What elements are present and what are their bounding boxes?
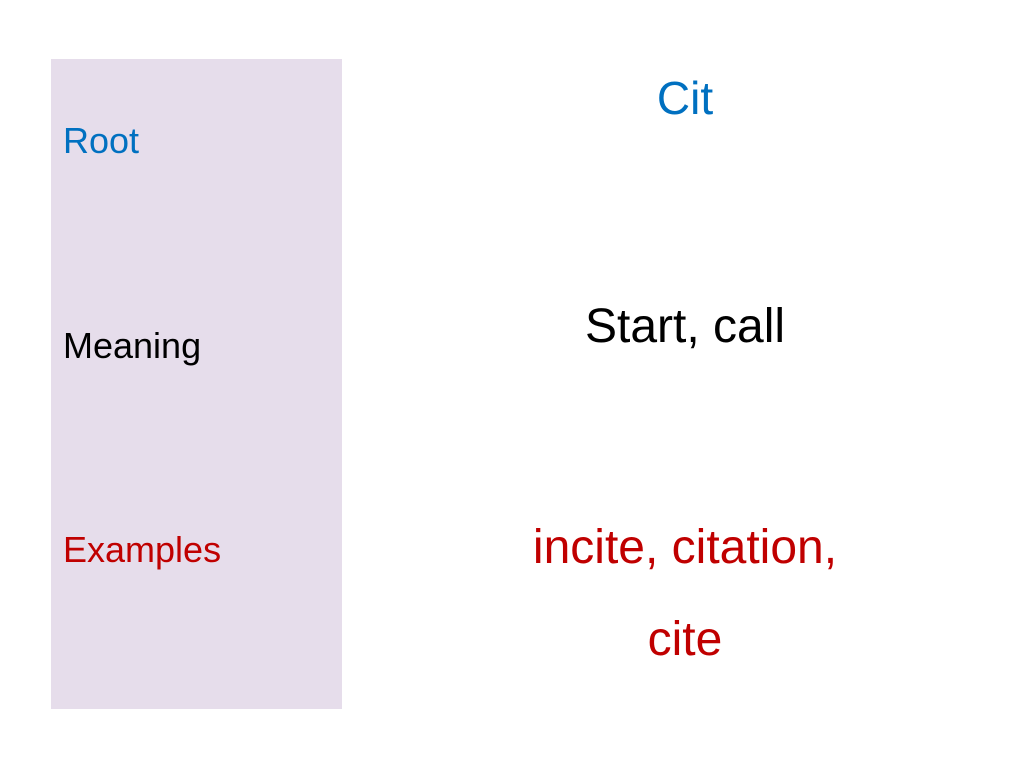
examples-value-line-1: incite, citation,	[532, 521, 838, 574]
root-label: Root	[63, 120, 140, 161]
label-panel: Root Meaning Examples	[51, 59, 342, 709]
meaning-value: Start, call	[584, 300, 786, 353]
examples-value-line-2: cite	[647, 613, 723, 666]
examples-value: incite, citation, cite	[370, 502, 1000, 686]
root-value: Cit	[656, 72, 714, 124]
examples-label: Examples	[63, 529, 222, 570]
meaning-label: Meaning	[63, 325, 202, 366]
